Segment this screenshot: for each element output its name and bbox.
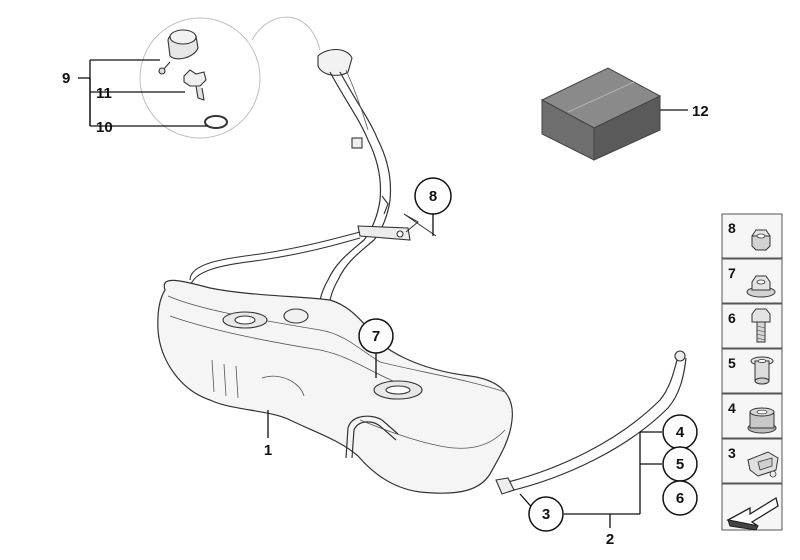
side-cell-7: 7 — [721, 258, 783, 304]
callout-9: 9 — [62, 70, 70, 87]
filler-cap-icon — [158, 29, 199, 75]
detail-leader-arc — [251, 16, 321, 51]
clip-icon — [747, 451, 779, 478]
kit-box: 12 — [540, 67, 709, 161]
cap-detail-group: 9 11 10 — [62, 16, 321, 139]
side-cell-8: 8 — [721, 213, 783, 259]
side-label-6: 6 — [728, 310, 736, 326]
side-cell-5: 5 — [721, 348, 783, 394]
callout-8: 8 — [429, 188, 437, 205]
side-label-3: 3 — [728, 445, 736, 461]
callout-7: 7 — [372, 328, 380, 345]
side-label-7: 7 — [728, 265, 736, 281]
callout-1-group: 1 — [264, 410, 272, 459]
callout-6: 6 — [676, 490, 684, 507]
callout-8-group: 8 — [403, 177, 452, 237]
side-parts-panel: 8 7 6 — [721, 213, 783, 531]
callout-1: 1 — [264, 442, 272, 459]
callout-11: 11 — [96, 85, 112, 102]
side-label-8: 8 — [728, 220, 736, 236]
callout-5: 5 — [676, 456, 684, 473]
callout-12: 12 — [692, 103, 709, 120]
direction-arrow-icon — [726, 496, 779, 531]
strap-callouts: 3 4 5 6 2 — [519, 414, 698, 548]
callout-2: 2 — [606, 531, 614, 548]
hex-nut-icon — [751, 229, 771, 251]
bolt-icon — [751, 308, 771, 343]
callout-4: 4 — [676, 424, 685, 441]
cap-ring-icon — [183, 69, 207, 101]
side-cell-3: 3 — [721, 438, 783, 484]
callout-10: 10 — [96, 119, 113, 136]
rubber-grommet-icon — [747, 407, 777, 434]
side-label-4: 4 — [728, 400, 736, 416]
detail-circle — [139, 17, 261, 139]
side-cell-6: 6 — [721, 303, 783, 349]
gasket-ring-icon — [204, 115, 228, 129]
filler-neck-pipe — [189, 48, 411, 316]
tension-strap — [495, 350, 687, 495]
fuel-tank — [157, 279, 513, 494]
spacer-sleeve-icon — [750, 356, 774, 385]
callout-3: 3 — [542, 506, 550, 523]
callout-7-group: 7 — [358, 318, 394, 378]
side-cell-arrow — [721, 483, 783, 531]
side-cell-4: 4 — [721, 393, 783, 439]
side-label-5: 5 — [728, 355, 736, 371]
flange-nut-icon — [746, 275, 776, 298]
